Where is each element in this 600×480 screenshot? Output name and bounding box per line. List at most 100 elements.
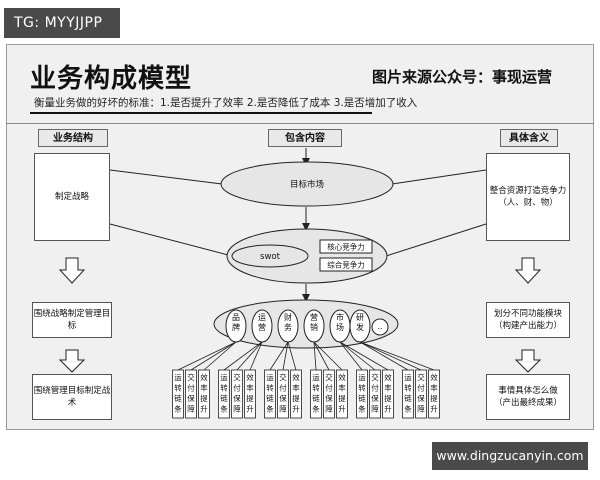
tactic-label-3-0-1: 转 [312, 383, 320, 393]
tactic-label-5-0-2: 链 [404, 393, 412, 403]
tactic-label-2-0-3: 条 [266, 404, 274, 414]
tactic-box-4-0 [356, 369, 368, 419]
tactic-label-1-1-0: 交 [233, 372, 241, 382]
tactic-label-1-0-0: 运 [220, 373, 228, 382]
tactic-box-3-1 [323, 369, 335, 419]
section-divider [6, 123, 594, 124]
down-arrow-left-2 [58, 349, 86, 373]
tactic-label-1-0-1: 转 [220, 383, 228, 393]
module-label-2-1: 务 [284, 322, 292, 332]
tactic-label-5-2-2: 提 [430, 393, 438, 403]
module-1: 运营 [251, 309, 273, 343]
module-label-5-0: 研 [356, 313, 364, 322]
tactic-label-4-2-2: 提 [384, 393, 392, 403]
ellipse-target-market [220, 161, 394, 207]
tactic-label-3-2-0: 效 [338, 372, 346, 382]
tactic-label-1-1-1: 付 [233, 383, 241, 393]
tactic-label-2-2-3: 升 [292, 405, 300, 414]
right-box-execution-line1: 事情具体怎么做 [498, 386, 558, 396]
tactic-label-5-0-0: 运 [404, 373, 412, 382]
link-strategy-market [109, 169, 223, 185]
tactic-box-4-2 [382, 369, 394, 419]
tactic-link-0-2 [203, 341, 237, 371]
left-box-goals: 围绕战略制定管理目标 [32, 302, 112, 338]
module-label-4-0: 市 [336, 312, 344, 322]
tactic-label-5-2-0: 效 [430, 372, 438, 382]
tactic-box-0-2 [198, 369, 210, 419]
tactic-link-5-1 [359, 341, 422, 371]
tactic-label-0-2-0: 效 [200, 372, 208, 382]
down-arrow-right-1 [514, 257, 542, 284]
tactic-box-0-0 [172, 369, 184, 419]
label-target-market: 目标市场 [290, 179, 324, 190]
module-label-1-1: 营 [258, 322, 266, 332]
right-box-modules-line2: （构建产出能力） [493, 321, 562, 331]
tactic-label-0-1-3: 障 [187, 404, 195, 414]
header-business-structure: 业务结构 [38, 129, 108, 147]
tactic-label-0-0-1: 转 [174, 383, 182, 393]
tactic-label-5-1-1: 付 [417, 383, 425, 393]
tactic-label-4-1-0: 交 [371, 372, 379, 382]
tactic-link-0-0 [177, 341, 237, 371]
box-combined-competence [319, 257, 373, 272]
module-ellipse-6 [371, 318, 389, 336]
module-label-5-1: 发 [356, 322, 364, 332]
tactic-label-0-0-2: 链 [174, 393, 182, 403]
tactic-link-0-1 [190, 341, 237, 371]
tactic-label-1-2-3: 升 [246, 405, 254, 414]
tactic-label-5-1-2: 保 [417, 394, 425, 403]
tactic-link-3-2 [313, 341, 343, 371]
tactic-label-5-1-0: 交 [417, 372, 425, 382]
tactic-label-2-1-1: 付 [279, 383, 287, 393]
tactic-label-2-1-3: 障 [279, 404, 287, 414]
tactic-box-4-1 [369, 369, 381, 419]
tactic-box-5-0 [402, 369, 414, 419]
tactic-label-2-1-0: 交 [279, 372, 287, 382]
module-2: 财务 [277, 309, 299, 343]
tactic-label-0-1-2: 保 [187, 394, 195, 403]
right-box-execution: 事情具体怎么做 （产出最终成果） [486, 374, 570, 420]
tactic-link-4-2 [339, 341, 389, 371]
tactic-label-4-1-1: 付 [371, 383, 379, 393]
tactic-link-3-1 [313, 341, 330, 371]
module-5: 研发 [349, 309, 371, 343]
tactic-label-4-2-3: 升 [384, 405, 392, 414]
tactic-label-4-0-0: 运 [358, 373, 366, 382]
module-label-3-0: 营 [310, 312, 318, 322]
module-label-6: .. [377, 322, 382, 331]
top-watermark: TG: MYYJJPP [4, 8, 120, 38]
tactic-link-2-2 [287, 341, 297, 371]
left-box-strategy: 制定战略 [34, 153, 110, 241]
tactic-box-3-2 [336, 369, 348, 419]
down-arrow-left-1 [58, 257, 86, 284]
tactic-label-2-0-0: 运 [266, 373, 274, 382]
tactic-label-4-0-3: 条 [358, 404, 366, 414]
tactic-label-2-0-1: 转 [266, 383, 274, 393]
tactic-box-1-1 [231, 369, 243, 419]
tactic-link-5-0 [359, 341, 409, 371]
tactic-label-4-0-1: 转 [358, 383, 366, 393]
right-box-modules: 划分不同功能模块 （构建产出能力） [486, 302, 570, 338]
tactic-label-1-2-1: 率 [246, 383, 254, 393]
subtitle: 衡量业务做的好坏的标准：1.是否提升了效率 2.是否降低了成本 3.是否增加了收… [34, 97, 418, 109]
right-box-resources: 整合资源打造竞争力 （人、财、物） [486, 153, 570, 241]
tactic-label-4-0-2: 链 [358, 393, 366, 403]
source-note: 图片来源公众号：事现运营 [372, 68, 553, 86]
ellipse-swot [231, 244, 309, 268]
tactic-label-4-2-1: 率 [384, 383, 392, 393]
tactic-label-4-1-2: 保 [371, 394, 379, 403]
tactic-label-0-1-0: 交 [187, 372, 195, 382]
tactic-label-1-0-3: 条 [220, 404, 228, 414]
tactic-label-2-2-0: 效 [292, 372, 300, 382]
diagram-title: 业务构成模型 [30, 64, 193, 94]
tactic-label-3-2-1: 率 [338, 383, 346, 393]
right-box-execution-line2: （产出最终成果） [493, 398, 562, 408]
tactic-label-3-1-2: 保 [325, 394, 333, 403]
tactic-label-3-1-0: 交 [325, 372, 333, 382]
tactic-link-1-2 [249, 341, 263, 371]
tactic-link-1-0 [223, 341, 263, 371]
module-3: 营销 [303, 309, 325, 343]
link-market-resources [391, 169, 487, 185]
